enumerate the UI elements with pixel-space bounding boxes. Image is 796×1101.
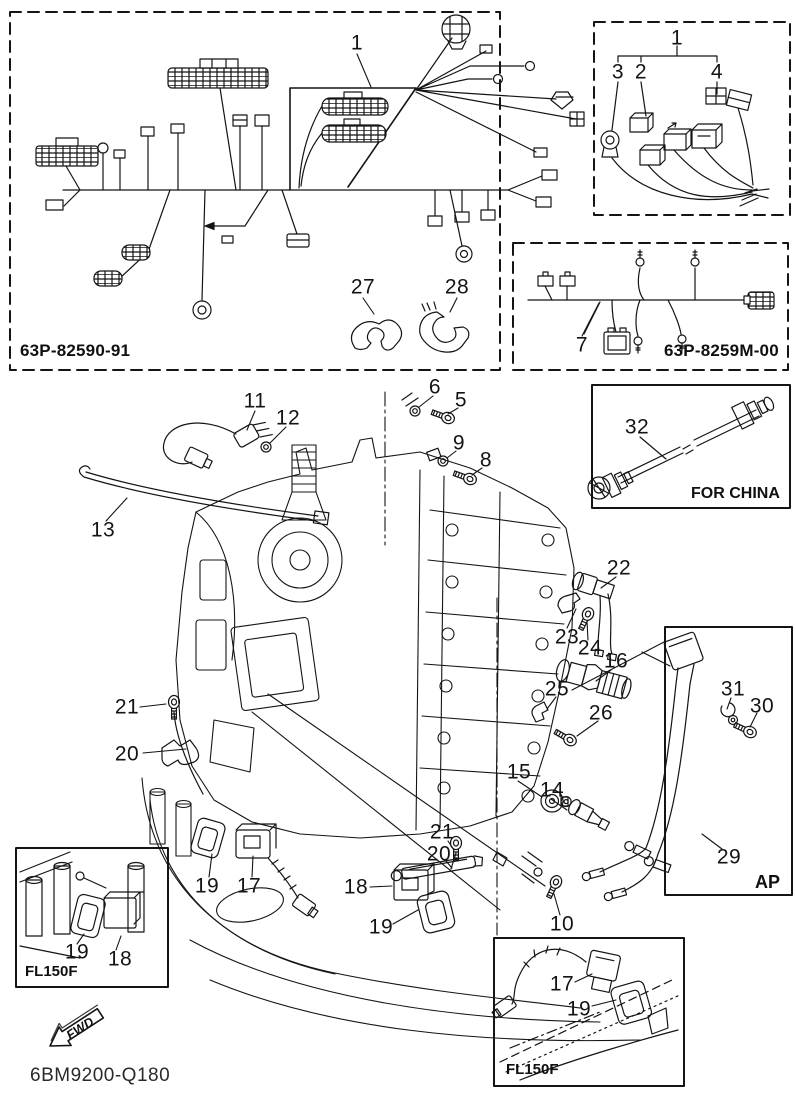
callout-16: 16 bbox=[603, 649, 629, 673]
sub-harness-part-number: 63P-8259M-00 bbox=[664, 341, 779, 360]
callout-29: 29 bbox=[716, 845, 742, 869]
callout-9: 9 bbox=[452, 431, 466, 455]
callout-14: 14 bbox=[539, 778, 565, 802]
drawing-number: 6BM9200-Q180 bbox=[30, 1065, 171, 1086]
callout-21: 21 bbox=[429, 820, 455, 844]
callout-30: 30 bbox=[749, 694, 775, 718]
callout-15: 15 bbox=[506, 760, 532, 784]
fwd-arrow: FWD bbox=[49, 1004, 105, 1047]
engine-art bbox=[141, 391, 665, 1042]
frame-boxes bbox=[9, 11, 793, 1087]
connector-detail-art bbox=[600, 45, 770, 207]
callout-18: 18 bbox=[107, 947, 133, 971]
fl150f-right-art bbox=[491, 945, 681, 1081]
callout-20: 20 bbox=[426, 842, 452, 866]
callout-13: 13 bbox=[90, 518, 116, 542]
callout-32: 32 bbox=[624, 415, 650, 439]
callout-22: 22 bbox=[606, 556, 632, 580]
ap-battery-cables-art bbox=[581, 631, 759, 902]
sub-harness-art bbox=[527, 249, 775, 355]
callout-4: 4 bbox=[710, 60, 724, 84]
callout-1: 1 bbox=[670, 26, 684, 50]
callout-5: 5 bbox=[454, 388, 468, 412]
callout-10: 10 bbox=[549, 912, 575, 936]
for-china-caption: FOR CHINA bbox=[691, 485, 780, 502]
china-cable-art bbox=[587, 396, 775, 500]
callout-3: 3 bbox=[611, 60, 625, 84]
leader-lines bbox=[76, 53, 758, 1007]
harness-part-number: 63P-82590-91 bbox=[20, 341, 131, 360]
callout-26: 26 bbox=[588, 701, 614, 725]
fwd-label: FWD bbox=[63, 1014, 97, 1043]
fl150f-left-caption: FL150F bbox=[25, 963, 78, 980]
wiring-harness-art bbox=[35, 14, 585, 353]
callout-11: 11 bbox=[243, 389, 267, 413]
callout-23: 23 bbox=[554, 625, 580, 649]
callout-20: 20 bbox=[114, 742, 140, 766]
callout-24: 24 bbox=[577, 636, 603, 660]
fl150f-right-caption: FL150F bbox=[506, 1061, 559, 1078]
callout-17: 17 bbox=[236, 874, 262, 898]
callout-19: 19 bbox=[194, 874, 220, 898]
callout-28: 28 bbox=[444, 275, 470, 299]
callout-21: 21 bbox=[114, 695, 140, 719]
callout-8: 8 bbox=[479, 448, 493, 472]
callout-6: 6 bbox=[428, 375, 442, 399]
callout-19: 19 bbox=[64, 940, 90, 964]
callout-12: 12 bbox=[275, 406, 301, 430]
callout-27: 27 bbox=[350, 275, 376, 299]
callout-7: 7 bbox=[575, 333, 589, 357]
callout-19: 19 bbox=[566, 997, 592, 1021]
callout-31: 31 bbox=[720, 677, 746, 701]
parts-art bbox=[78, 392, 632, 934]
callout-19: 19 bbox=[368, 915, 394, 939]
callout-2: 2 bbox=[634, 60, 648, 84]
callout-17: 17 bbox=[549, 972, 575, 996]
ap-caption: AP bbox=[755, 872, 781, 892]
callout-18: 18 bbox=[343, 875, 369, 899]
callout-25: 25 bbox=[544, 677, 570, 701]
callout-1: 1 bbox=[350, 31, 364, 55]
